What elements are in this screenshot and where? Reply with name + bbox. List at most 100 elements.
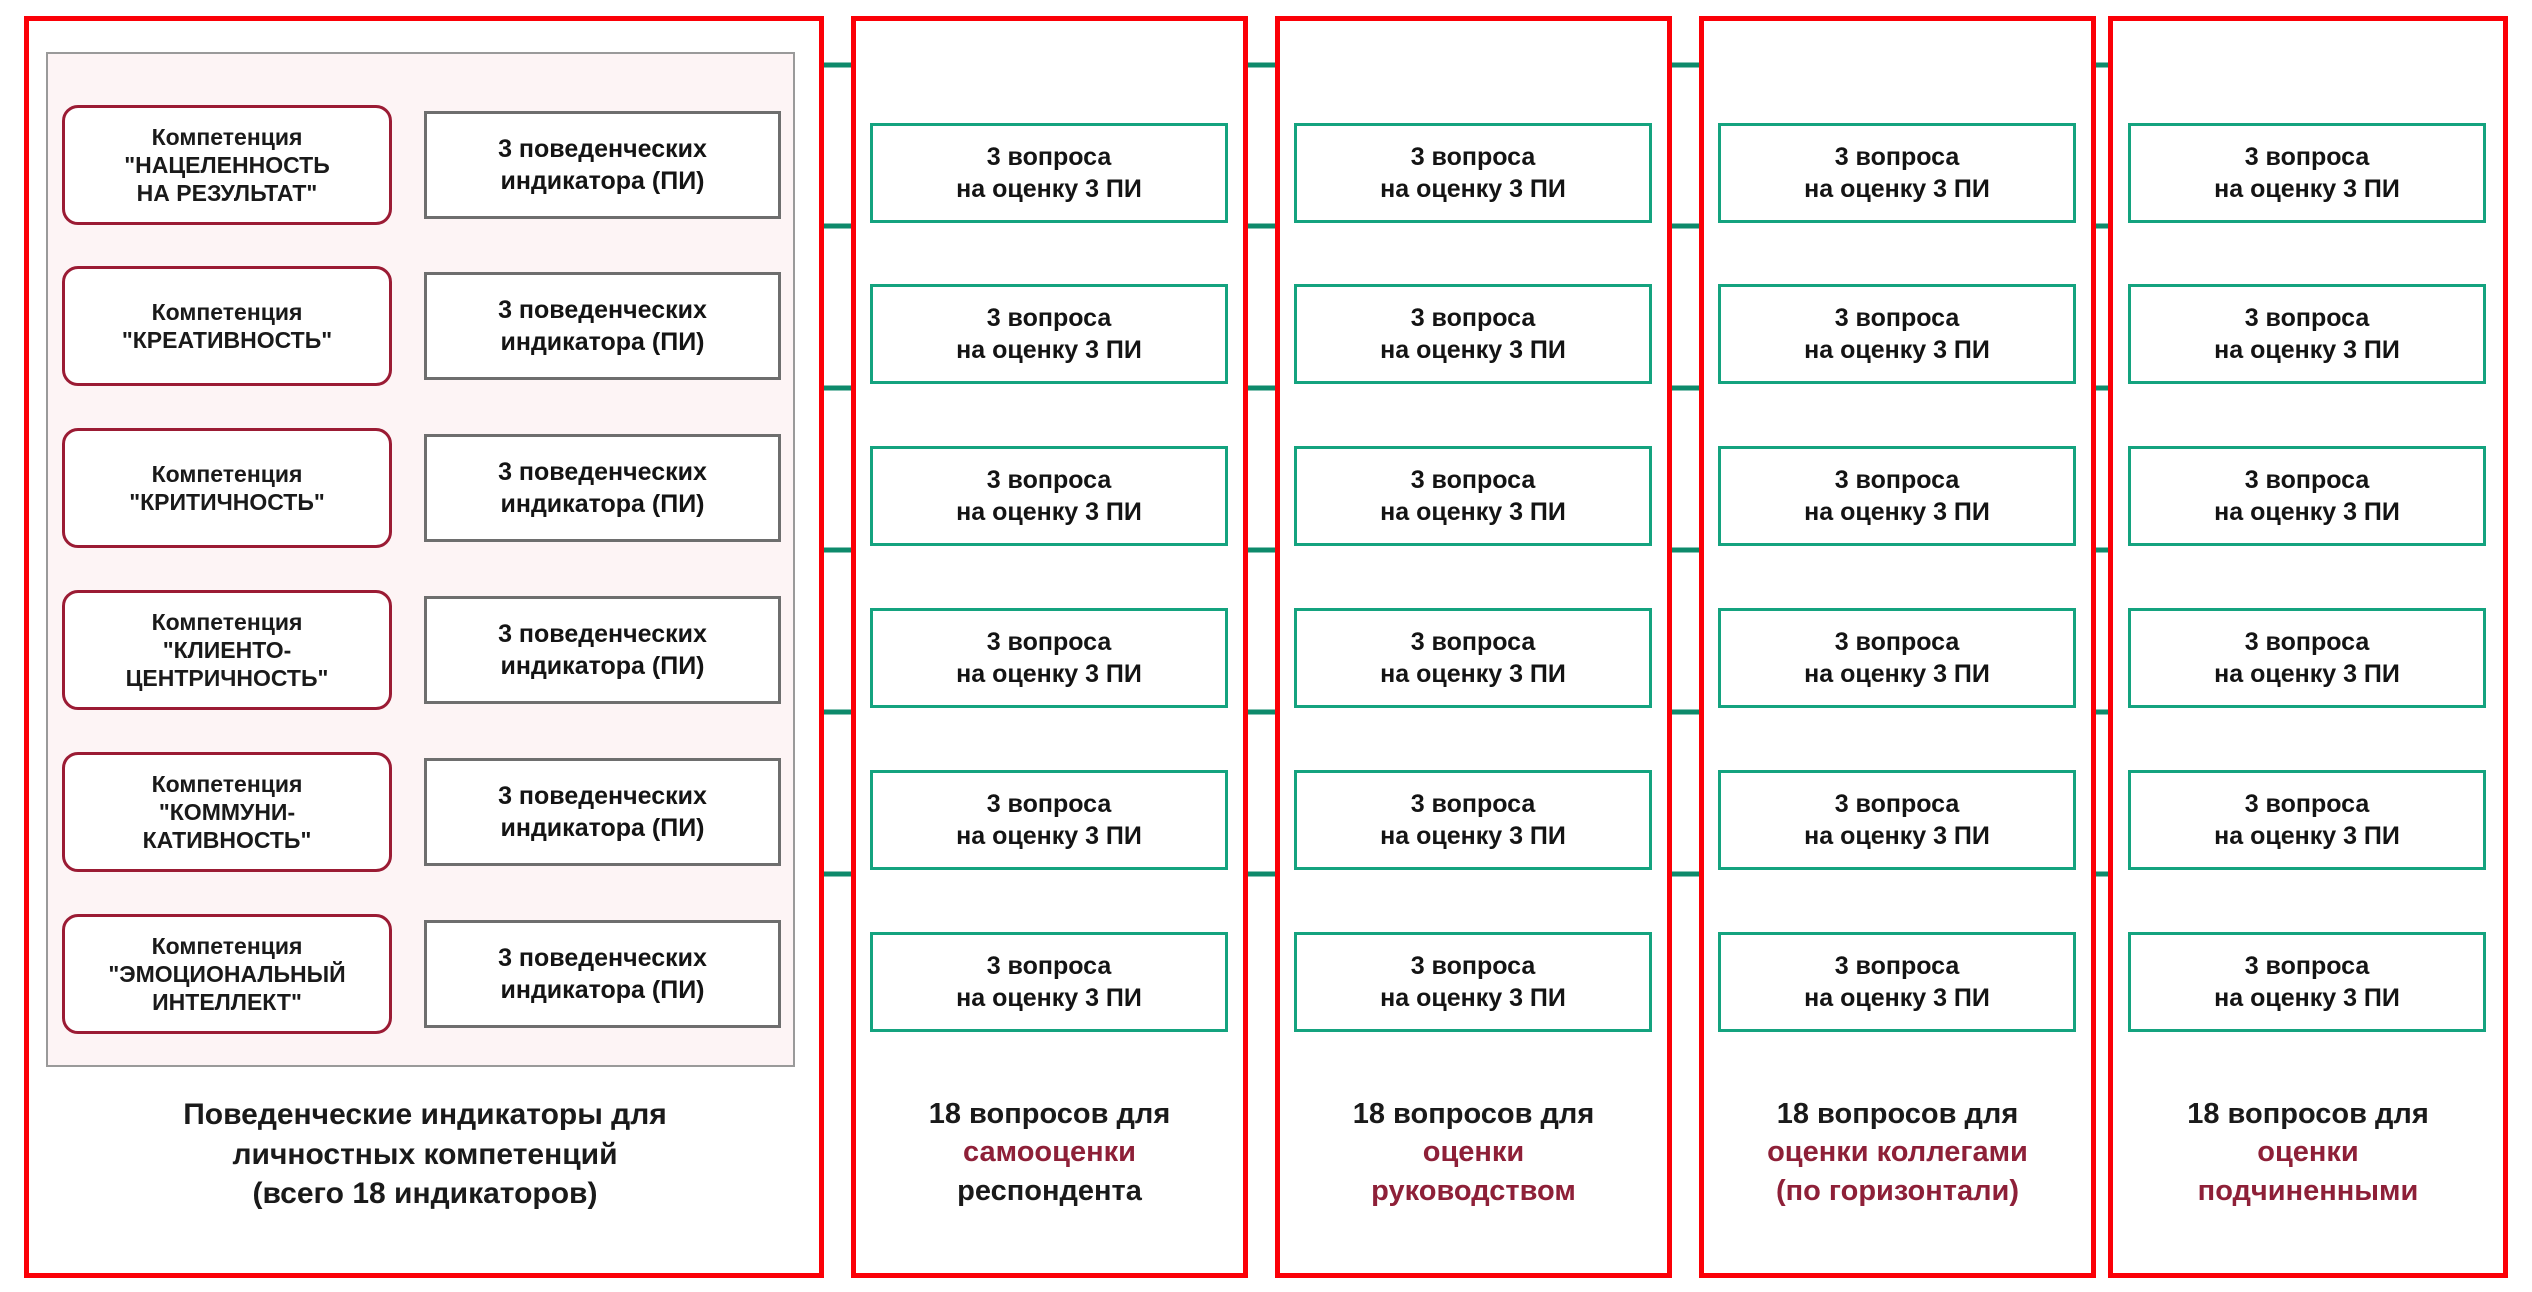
question-line-1: 3 вопроса [1834, 303, 1960, 332]
competency-prefix: Компетенция [151, 770, 303, 797]
question-line-1: 3 вопроса [986, 465, 1112, 494]
indicator-line-1: 3 поведенческих [498, 781, 707, 810]
indicator-box: 3 поведенческих индикатора (ПИ) [424, 758, 781, 866]
indicator-box: 3 поведенческих индикатора (ПИ) [424, 434, 781, 542]
indicator-line-2: индикатора (ПИ) [500, 490, 705, 518]
caption-line-2: личностных компетенций [232, 1137, 618, 1171]
question-line-1: 3 вопроса [2244, 142, 2370, 171]
question-box: 3 вопроса на оценку 3 ПИ [1294, 446, 1652, 546]
competency-box: Компетенция"КЛИЕНТО-ЦЕНТРИЧНОСТЬ" [62, 590, 392, 710]
question-line-2: на оценку 3 ПИ [1804, 336, 1990, 364]
question-line-1: 3 вопроса [986, 142, 1112, 171]
question-line-2: на оценку 3 ПИ [1380, 175, 1566, 203]
competency-box: Компетенция"КРЕАТИВНОСТЬ" [62, 266, 392, 386]
question-line-2: на оценку 3 ПИ [1380, 498, 1566, 526]
question-line-2: на оценку 3 ПИ [2214, 984, 2400, 1012]
question-line-2: на оценку 3 ПИ [956, 498, 1142, 526]
question-line-2: на оценку 3 ПИ [956, 984, 1142, 1012]
question-line-2: на оценку 3 ПИ [1804, 175, 1990, 203]
indicator-line-2: индикатора (ПИ) [500, 328, 705, 356]
question-line-1: 3 вопроса [2244, 951, 2370, 980]
indicator-box: 3 поведенческих индикатора (ПИ) [424, 272, 781, 380]
caption-line-2: оценки коллегами [1767, 1136, 2028, 1169]
question-line-1: 3 вопроса [1834, 465, 1960, 494]
question-line-1: 3 вопроса [1410, 465, 1536, 494]
question-box: 3 вопроса на оценку 3 ПИ [1718, 284, 2076, 384]
competency-name-line: ИНТЕЛЛЕКТ" [152, 989, 302, 1016]
question-line-1: 3 вопроса [1834, 951, 1960, 980]
competency-name-line: ЦЕНТРИЧНОСТЬ" [125, 665, 329, 692]
question-line-1: 3 вопроса [986, 789, 1112, 818]
question-line-2: на оценку 3 ПИ [2214, 498, 2400, 526]
caption-line-1: 18 вопросов для [2187, 1098, 2429, 1130]
question-line-2: на оценку 3 ПИ [1804, 984, 1990, 1012]
caption-line-1: 18 вопросов для [928, 1098, 1171, 1130]
caption-line-3: респондента [957, 1174, 1142, 1207]
question-line-2: на оценку 3 ПИ [1380, 822, 1566, 850]
competency-prefix: Компетенция [151, 460, 303, 487]
question-box: 3 вопроса на оценку 3 ПИ [870, 770, 1228, 870]
indicator-line-1: 3 поведенческих [498, 295, 707, 324]
question-line-1: 3 вопроса [986, 951, 1112, 980]
caption-line-2: самооценки [963, 1136, 1136, 1169]
indicator-line-2: индикатора (ПИ) [500, 167, 705, 195]
question-line-2: на оценку 3 ПИ [956, 822, 1142, 850]
question-line-1: 3 вопроса [1834, 627, 1960, 656]
indicator-line-1: 3 поведенческих [498, 943, 707, 972]
competency-name-line: "КРЕАТИВНОСТЬ" [121, 327, 333, 353]
competency-prefix: Компетенция [151, 932, 303, 959]
competency-name-line: "КОММУНИ- [158, 798, 296, 825]
caption-column: 18 вопросов для самооценки респондента [851, 1095, 1248, 1210]
competency-prefix: Компетенция [151, 123, 303, 150]
indicator-line-1: 3 поведенческих [498, 457, 707, 486]
competency-name-line: НА РЕЗУЛЬТАТ" [136, 180, 318, 207]
caption-line-2: оценки [1422, 1136, 1525, 1169]
caption-line-3: руководством [1371, 1174, 1576, 1207]
question-line-1: 3 вопроса [2244, 789, 2370, 818]
question-line-1: 3 вопроса [1410, 627, 1536, 656]
indicator-line-1: 3 поведенческих [498, 619, 707, 648]
caption-line-1: 18 вопросов для [1352, 1098, 1595, 1130]
question-box: 3 вопроса на оценку 3 ПИ [870, 123, 1228, 223]
question-line-2: на оценку 3 ПИ [2214, 175, 2400, 203]
competency-box: Компетенция"КРИТИЧНОСТЬ" [62, 428, 392, 548]
indicator-line-1: 3 поведенческих [498, 134, 707, 163]
question-line-2: на оценку 3 ПИ [956, 175, 1142, 203]
question-line-2: на оценку 3 ПИ [1804, 822, 1990, 850]
question-line-2: на оценку 3 ПИ [1380, 336, 1566, 364]
question-line-2: на оценку 3 ПИ [2214, 336, 2400, 364]
question-line-1: 3 вопроса [1410, 142, 1536, 171]
competency-name-line: "НАЦЕЛЕННОСТЬ [124, 151, 330, 178]
caption-line-3: подчиненными [2197, 1174, 2419, 1207]
caption-indicators: Поведенческие индикаторы для личностных … [30, 1095, 820, 1214]
question-line-1: 3 вопроса [2244, 627, 2370, 656]
caption-line-3: (по горизонтали) [1775, 1174, 2020, 1207]
indicator-line-2: индикатора (ПИ) [500, 814, 705, 842]
caption-line-1: Поведенческие индикаторы для [183, 1098, 667, 1131]
question-line-1: 3 вопроса [1410, 789, 1536, 818]
indicator-box: 3 поведенческих индикатора (ПИ) [424, 111, 781, 219]
competency-name-line: "КРИТИЧНОСТЬ" [129, 489, 325, 515]
question-line-1: 3 вопроса [1410, 951, 1536, 980]
question-box: 3 вопроса на оценку 3 ПИ [1718, 932, 2076, 1032]
question-box: 3 вопроса на оценку 3 ПИ [870, 932, 1228, 1032]
question-box: 3 вопроса на оценку 3 ПИ [2128, 123, 2486, 223]
competency-box: Компетенция"КОММУНИ-КАТИВНОСТЬ" [62, 752, 392, 872]
question-box: 3 вопроса на оценку 3 ПИ [2128, 932, 2486, 1032]
